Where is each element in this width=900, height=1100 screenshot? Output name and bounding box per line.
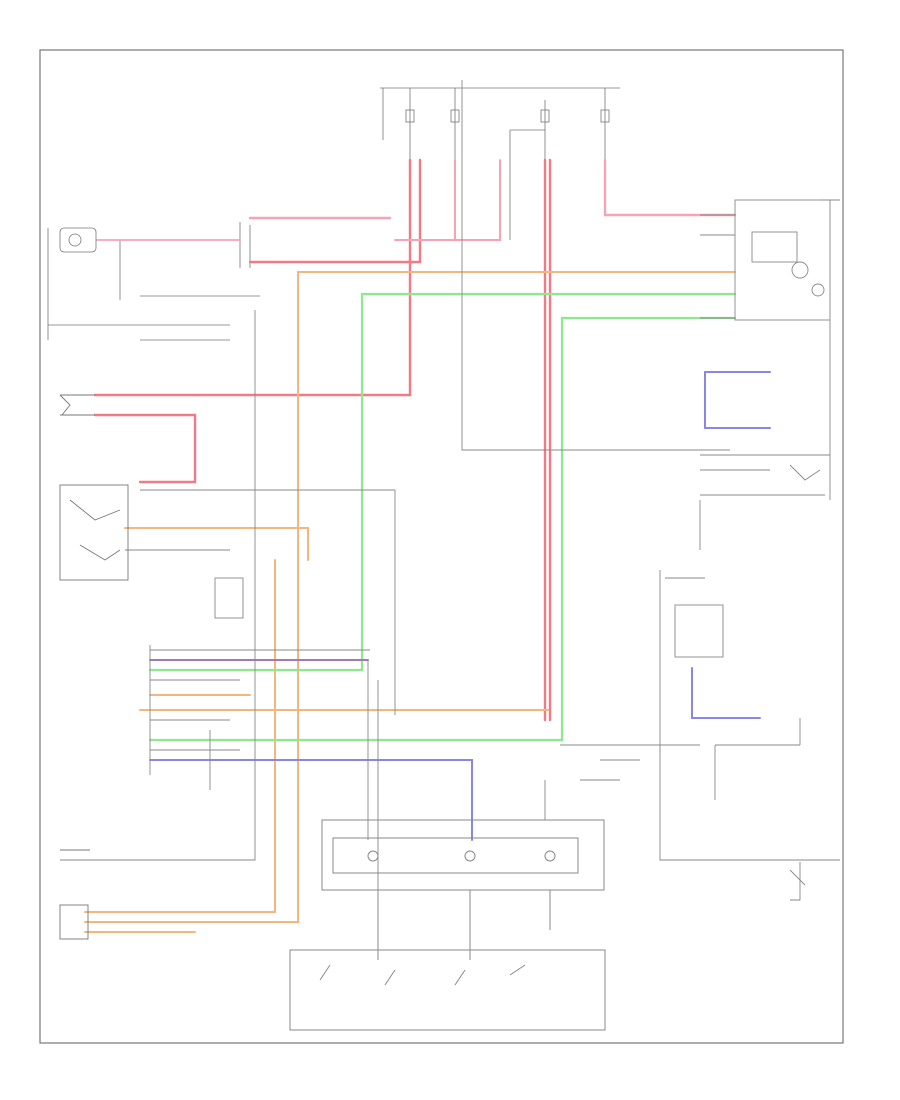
right-switches: [674, 199, 840, 886]
cruise-switch-assembly: [289, 819, 606, 1031]
gray-wires: [60, 80, 840, 901]
left-switches: [59, 394, 129, 940]
green-wires: [148, 292, 737, 742]
red-wires: [93, 158, 737, 722]
diagram-border: [39, 49, 844, 1044]
violet-wires: [149, 371, 771, 841]
fuse-section: [380, 87, 620, 240]
cruise-module: [149, 577, 244, 775]
orange-wires: [84, 271, 736, 933]
right-module: [700, 199, 831, 500]
